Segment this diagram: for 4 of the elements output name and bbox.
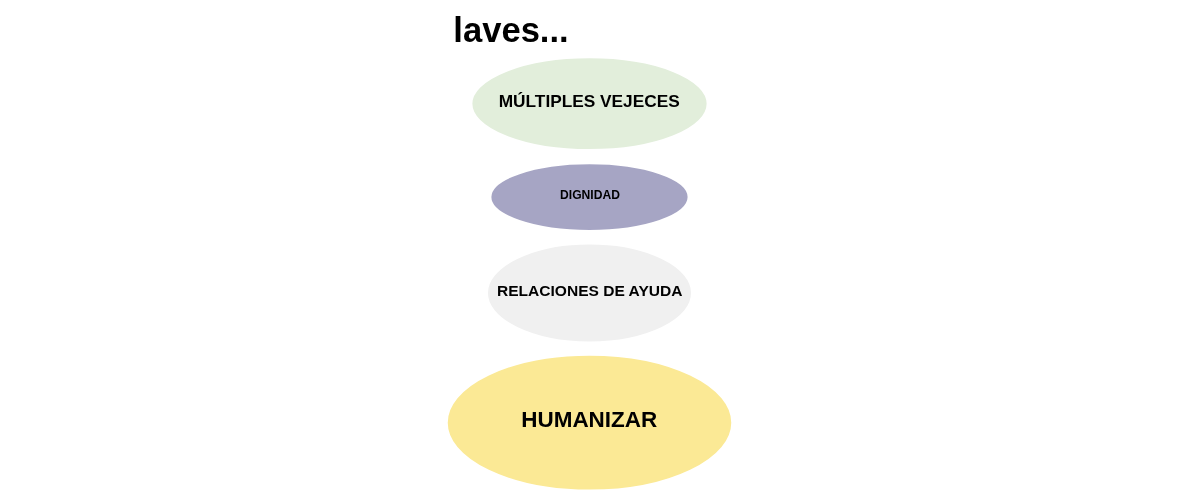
node-ellipse: MÚLTIPLES VEJECES xyxy=(469,55,710,152)
node-ellipse: DIGNIDAD xyxy=(488,161,691,233)
node-ellipse: HUMANIZAR xyxy=(445,353,734,493)
diagram-title: laves... xyxy=(453,11,569,50)
